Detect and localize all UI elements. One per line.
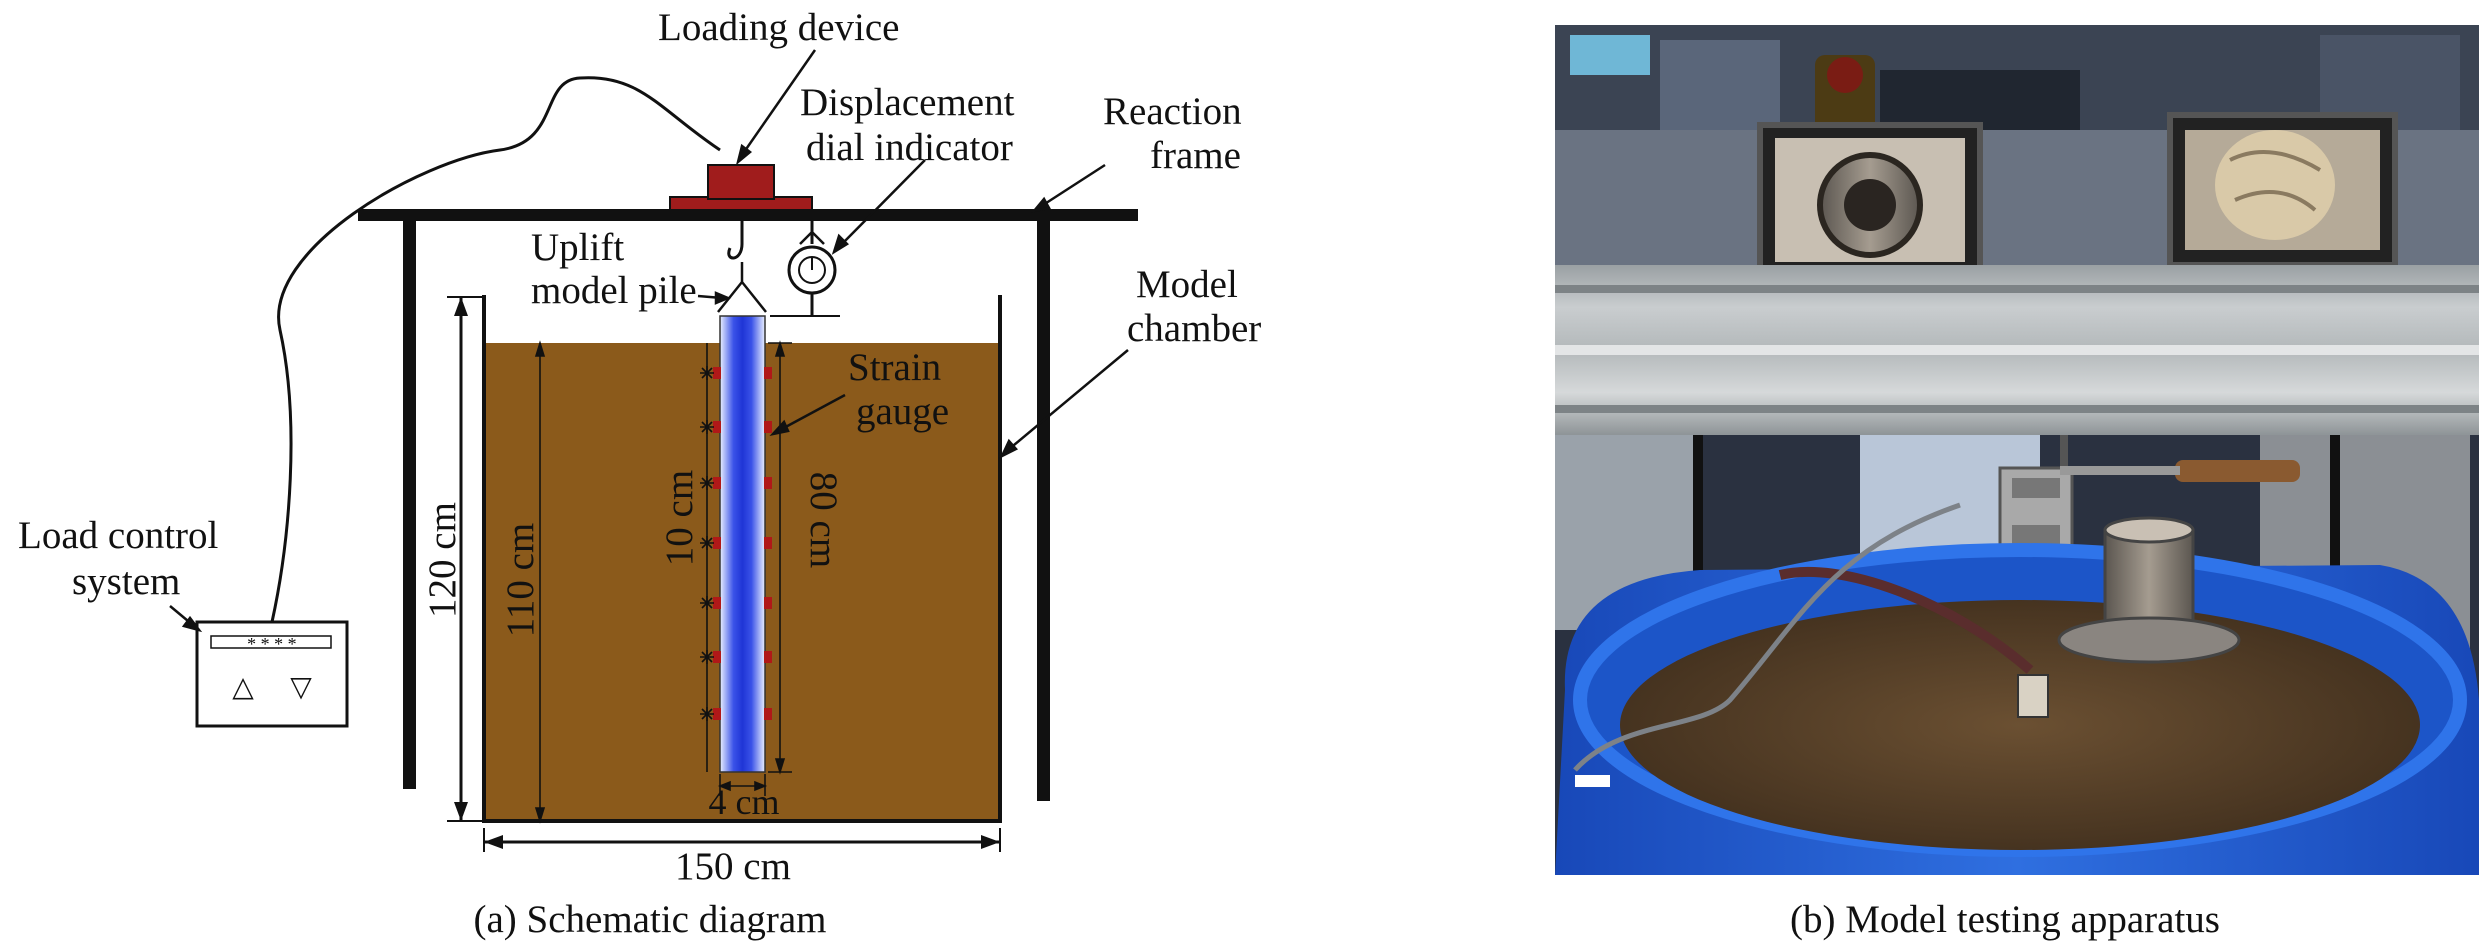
strain-wires	[1778, 566, 2034, 674]
pile-hanger	[717, 262, 767, 313]
up-button-icon: △	[232, 672, 254, 703]
strain-gauge-r3	[764, 477, 772, 489]
control-cable	[270, 76, 721, 623]
strain-gauge-r7	[764, 708, 772, 720]
arrow-loading-device	[740, 49, 817, 156]
loading-device	[669, 164, 813, 211]
pile-hook	[727, 221, 744, 260]
label-reaction-2: frame	[1150, 134, 1241, 177]
load-control-system: * * * * △ ▽	[195, 620, 349, 728]
strain-gauge-l3	[713, 477, 721, 489]
label-dim-10: 10 cm	[658, 470, 701, 566]
label-dim-110: 110 cm	[499, 523, 542, 637]
down-button-icon: ▽	[290, 672, 312, 703]
label-dim-150: 150 cm	[675, 845, 791, 888]
uplift-model-pile	[719, 315, 766, 773]
displacement-dial-indicator	[770, 221, 840, 317]
strain-gauge-r1	[764, 367, 772, 379]
loading-device-body	[707, 164, 775, 200]
schematic-diagram: * * * * △ ▽ Loading device Displacement …	[18, 6, 1261, 941]
strain-gauges	[713, 367, 772, 720]
load-control-display	[210, 635, 332, 649]
annotation-arrows	[169, 49, 1129, 633]
label-displacement-2: dial indicator	[806, 126, 1013, 169]
label-strain-1: Strain	[848, 346, 941, 389]
reaction-frame-beam	[358, 209, 1138, 221]
strain-gauge-l7	[713, 708, 721, 720]
strain-gauge-r2	[764, 421, 772, 433]
strain-gauge-r4	[764, 537, 772, 549]
strain-gauge-l2	[713, 421, 721, 433]
label-uplift-1: Uplift	[531, 226, 624, 269]
dim-4-line	[717, 774, 768, 796]
label-load-control-2: system	[72, 560, 180, 603]
label-strain-2: gauge	[856, 390, 949, 433]
label-dim-4: 4 cm	[709, 782, 780, 822]
bucket-soil	[1620, 600, 2420, 850]
pile-body	[719, 315, 766, 773]
label-displacement-1: Displacement	[800, 81, 1015, 124]
arrow-displacement	[839, 159, 926, 247]
label-model-1: Model	[1136, 263, 1238, 306]
reaction-frame-right-leg	[1037, 221, 1050, 801]
dim-150-line	[483, 828, 1001, 852]
caption-schematic: (a) Schematic diagram	[474, 898, 827, 941]
strain-gauge-l4	[713, 537, 721, 549]
strain-gauge-r5	[764, 597, 772, 609]
caption-photo: (b) Model testing apparatus	[1790, 898, 2220, 941]
load-control-display-text: * * * *	[246, 634, 296, 654]
label-dim-120: 120 cm	[421, 502, 464, 618]
arrow-strain-gauge	[779, 393, 846, 432]
dim-80-line	[768, 340, 792, 775]
dim-120-line	[447, 296, 484, 822]
gauge-spacing-dimension	[700, 343, 714, 772]
strain-gauge-r6	[764, 651, 772, 663]
model-testing-photo: (b) Model testing apparatus	[1555, 25, 2479, 941]
strain-gauge-l1	[713, 367, 721, 379]
reaction-frame-left-leg	[403, 221, 416, 789]
label-reaction-1: Reaction	[1103, 90, 1242, 133]
steel-cylinder	[2103, 528, 2195, 632]
arrow-model-chamber	[1007, 349, 1129, 451]
reaction-frame	[358, 209, 1138, 801]
label-load-control-1: Load control	[18, 514, 219, 557]
dim-110-line	[534, 340, 546, 824]
strain-gauge-l5	[713, 597, 721, 609]
label-model-2: chamber	[1127, 307, 1261, 350]
label-dim-80: 80 cm	[802, 472, 845, 568]
label-uplift-2: model pile	[531, 269, 697, 312]
label-loading-device: Loading device	[658, 6, 899, 49]
arrow-reaction-frame	[1039, 163, 1106, 209]
strain-gauge-l6	[713, 651, 721, 663]
